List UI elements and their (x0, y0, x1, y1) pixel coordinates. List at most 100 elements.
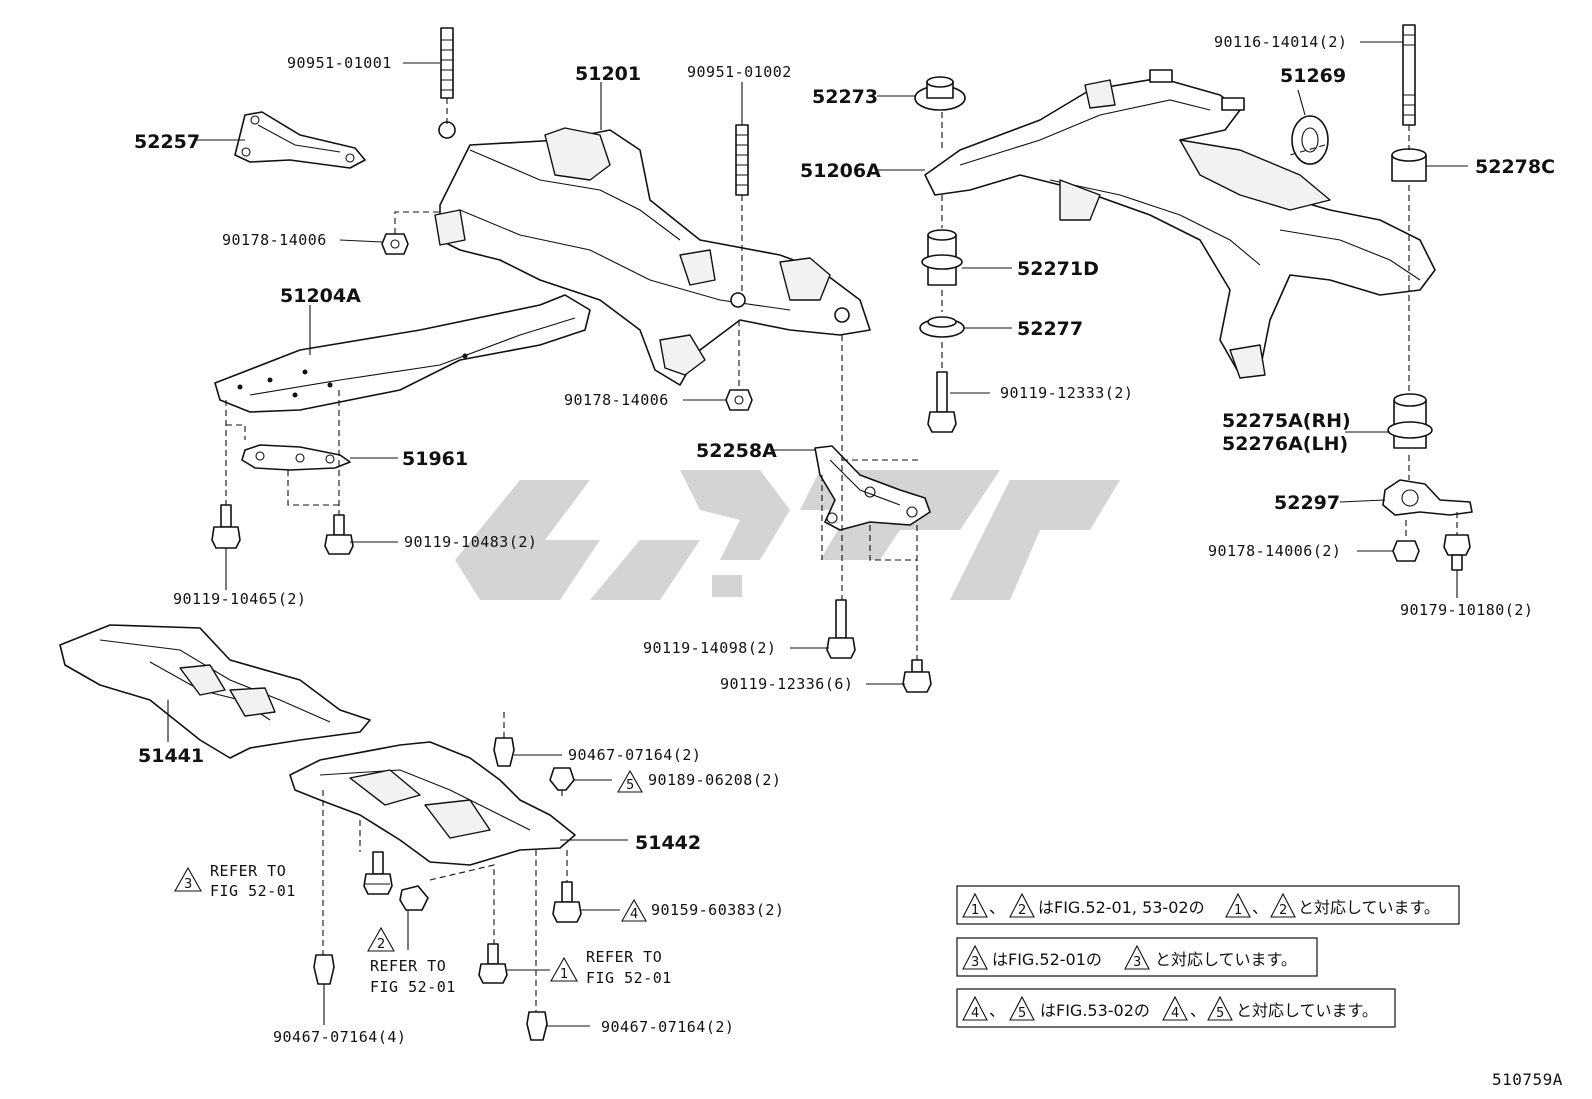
triangle-mark-3: 3 (174, 866, 202, 892)
label-90119-10483: 90119-10483(2) (404, 533, 537, 551)
label-90467-07164-2a: 90467-07164(2) (568, 746, 701, 764)
fig-52-01-1: FIG 52-01 (586, 969, 672, 987)
svg-text:はFIG.52-01, 53-02の: はFIG.52-01, 53-02の (1038, 898, 1205, 917)
bracket-52257 (234, 111, 366, 169)
label-90951-01001: 90951-01001 (287, 54, 392, 72)
label-90119-14098: 90119-14098(2) (643, 639, 776, 657)
clip-90189-06208 (549, 767, 575, 791)
label-51204A: 51204A (280, 285, 361, 307)
label-90116-14014: 90116-14014(2) (1214, 33, 1347, 51)
svg-text:と対応しています。: と対応しています。 (1236, 1001, 1378, 1020)
leader-lines (167, 41, 1468, 1027)
label-90119-12336: 90119-12336(6) (720, 675, 853, 693)
nut-90178-14006-right (1392, 540, 1420, 562)
svg-text:3: 3 (971, 955, 979, 970)
bracket-51961 (241, 444, 351, 471)
label-52271D: 52271D (1017, 258, 1099, 280)
label-90119-12333: 90119-12333(2) (1000, 384, 1133, 402)
fig-52-01-2: FIG 52-01 (370, 978, 456, 996)
svg-text:と対応しています。: と対応しています。 (1298, 898, 1440, 917)
bracket-52258A (814, 445, 931, 531)
svg-text:はFIG.53-02の: はFIG.53-02の (1040, 1001, 1150, 1020)
triangle-mark-5: 5 (617, 769, 643, 793)
bolt-refer-3 (363, 851, 393, 895)
bushing-52275A (1387, 393, 1433, 449)
svg-text:4: 4 (1171, 1006, 1179, 1021)
clip-90467-07164-b (526, 1011, 548, 1041)
bolt-90119-10483 (324, 514, 354, 555)
label-51269: 51269 (1280, 65, 1346, 87)
clip-refer-2 (399, 885, 429, 911)
svg-text:、: 、 (1252, 898, 1268, 917)
svg-text:3: 3 (184, 877, 192, 892)
note-1: 1 、 2 はFIG.52-01, 53-02の 1 、 2 と対応しています。 (956, 885, 1460, 925)
plate-51204A (214, 294, 591, 413)
label-52278C: 52278C (1475, 156, 1555, 178)
label-52297: 52297 (1274, 492, 1340, 514)
svg-text:5: 5 (1216, 1006, 1224, 1021)
label-90159-60383: 90159-60383(2) (651, 901, 784, 919)
bolt-90119-12336 (902, 659, 932, 693)
svg-text:4: 4 (971, 1006, 979, 1021)
label-90467-07164-2b: 90467-07164(2) (601, 1018, 734, 1036)
svg-text:5: 5 (626, 778, 634, 793)
stud-90951-01001 (440, 27, 454, 99)
clip-90467-07164-4 (313, 954, 335, 985)
label-51206A: 51206A (800, 160, 881, 182)
triangle-mark-2: 2 (367, 926, 395, 952)
svg-text:1: 1 (1234, 903, 1242, 918)
svg-text:2: 2 (1279, 903, 1287, 918)
label-52276A: 52276A(LH) (1222, 433, 1348, 455)
label-52277: 52277 (1017, 318, 1083, 340)
bolt-90119-12333 (927, 371, 957, 433)
fastener-labels: 90951-01001 90951-01002 90178-14006 9017… (173, 33, 1533, 1046)
stud-90951-01002 (735, 124, 749, 196)
stud-90116-14014 (1402, 24, 1416, 126)
svg-text:2: 2 (1018, 903, 1026, 918)
label-52273: 52273 (812, 86, 878, 108)
note-2: 3 はFIG.52-01の 3 と対応しています。 (956, 937, 1318, 977)
figure-id: 510759A (1492, 1070, 1563, 1089)
svg-text:5: 5 (1018, 1006, 1026, 1021)
part-labels: 51201 52257 51204A 51961 51441 51442 522… (134, 63, 1555, 854)
label-90179-10180: 90179-10180(2) (1400, 601, 1533, 619)
assembly-lines (225, 98, 1458, 1012)
bolt-90179-10180 (1443, 534, 1471, 571)
refer-to-1: REFER TO (586, 948, 662, 966)
bushing-52278C (1391, 148, 1427, 182)
bolt-90159-60383 (552, 881, 582, 923)
svg-text:はFIG.52-01の: はFIG.52-01の (992, 950, 1102, 969)
bushing-52271D (921, 229, 963, 286)
label-90178-14006-b: 90178-14006 (564, 391, 669, 409)
label-90467-07164-4: 90467-07164(4) (273, 1028, 406, 1046)
label-51441: 51441 (138, 745, 204, 767)
svg-text:1: 1 (971, 903, 979, 918)
reference-marks: 5 4 3 REFER TO FIG 52-01 2 REFER TO FIG … (174, 769, 672, 996)
bolt-90119-10465 (211, 504, 241, 549)
note-3: 4 、 5 はFIG.53-02の 4 、 5 と対応しています。 (956, 988, 1396, 1028)
triangle-mark-4: 4 (621, 898, 647, 922)
label-51961: 51961 (402, 448, 468, 470)
label-90951-01002: 90951-01002 (687, 63, 792, 81)
label-90119-10465: 90119-10465(2) (173, 590, 306, 608)
label-90178-14006-2: 90178-14006(2) (1208, 542, 1341, 560)
svg-text:と対応しています。: と対応しています。 (1155, 950, 1297, 969)
washer-52277 (919, 316, 965, 338)
label-90189-06208: 90189-06208(2) (648, 771, 781, 789)
fig-52-01-3: FIG 52-01 (210, 882, 296, 900)
under-cover-51442 (289, 741, 576, 866)
svg-text:2: 2 (377, 937, 385, 952)
label-52257: 52257 (134, 131, 200, 153)
label-51201: 51201 (575, 63, 641, 85)
label-52258A: 52258A (696, 440, 777, 462)
nut-90178-14006-left (381, 233, 409, 255)
svg-text:、: 、 (989, 898, 1005, 917)
triangle-mark-1: 1 (550, 956, 578, 982)
svg-text:1: 1 (560, 967, 568, 982)
nut-90178-14006-center (725, 389, 753, 411)
svg-text:、: 、 (1190, 1001, 1206, 1020)
svg-text:、: 、 (989, 1001, 1005, 1020)
svg-text:3: 3 (1133, 955, 1141, 970)
front-crossmember-51201 (434, 121, 871, 386)
